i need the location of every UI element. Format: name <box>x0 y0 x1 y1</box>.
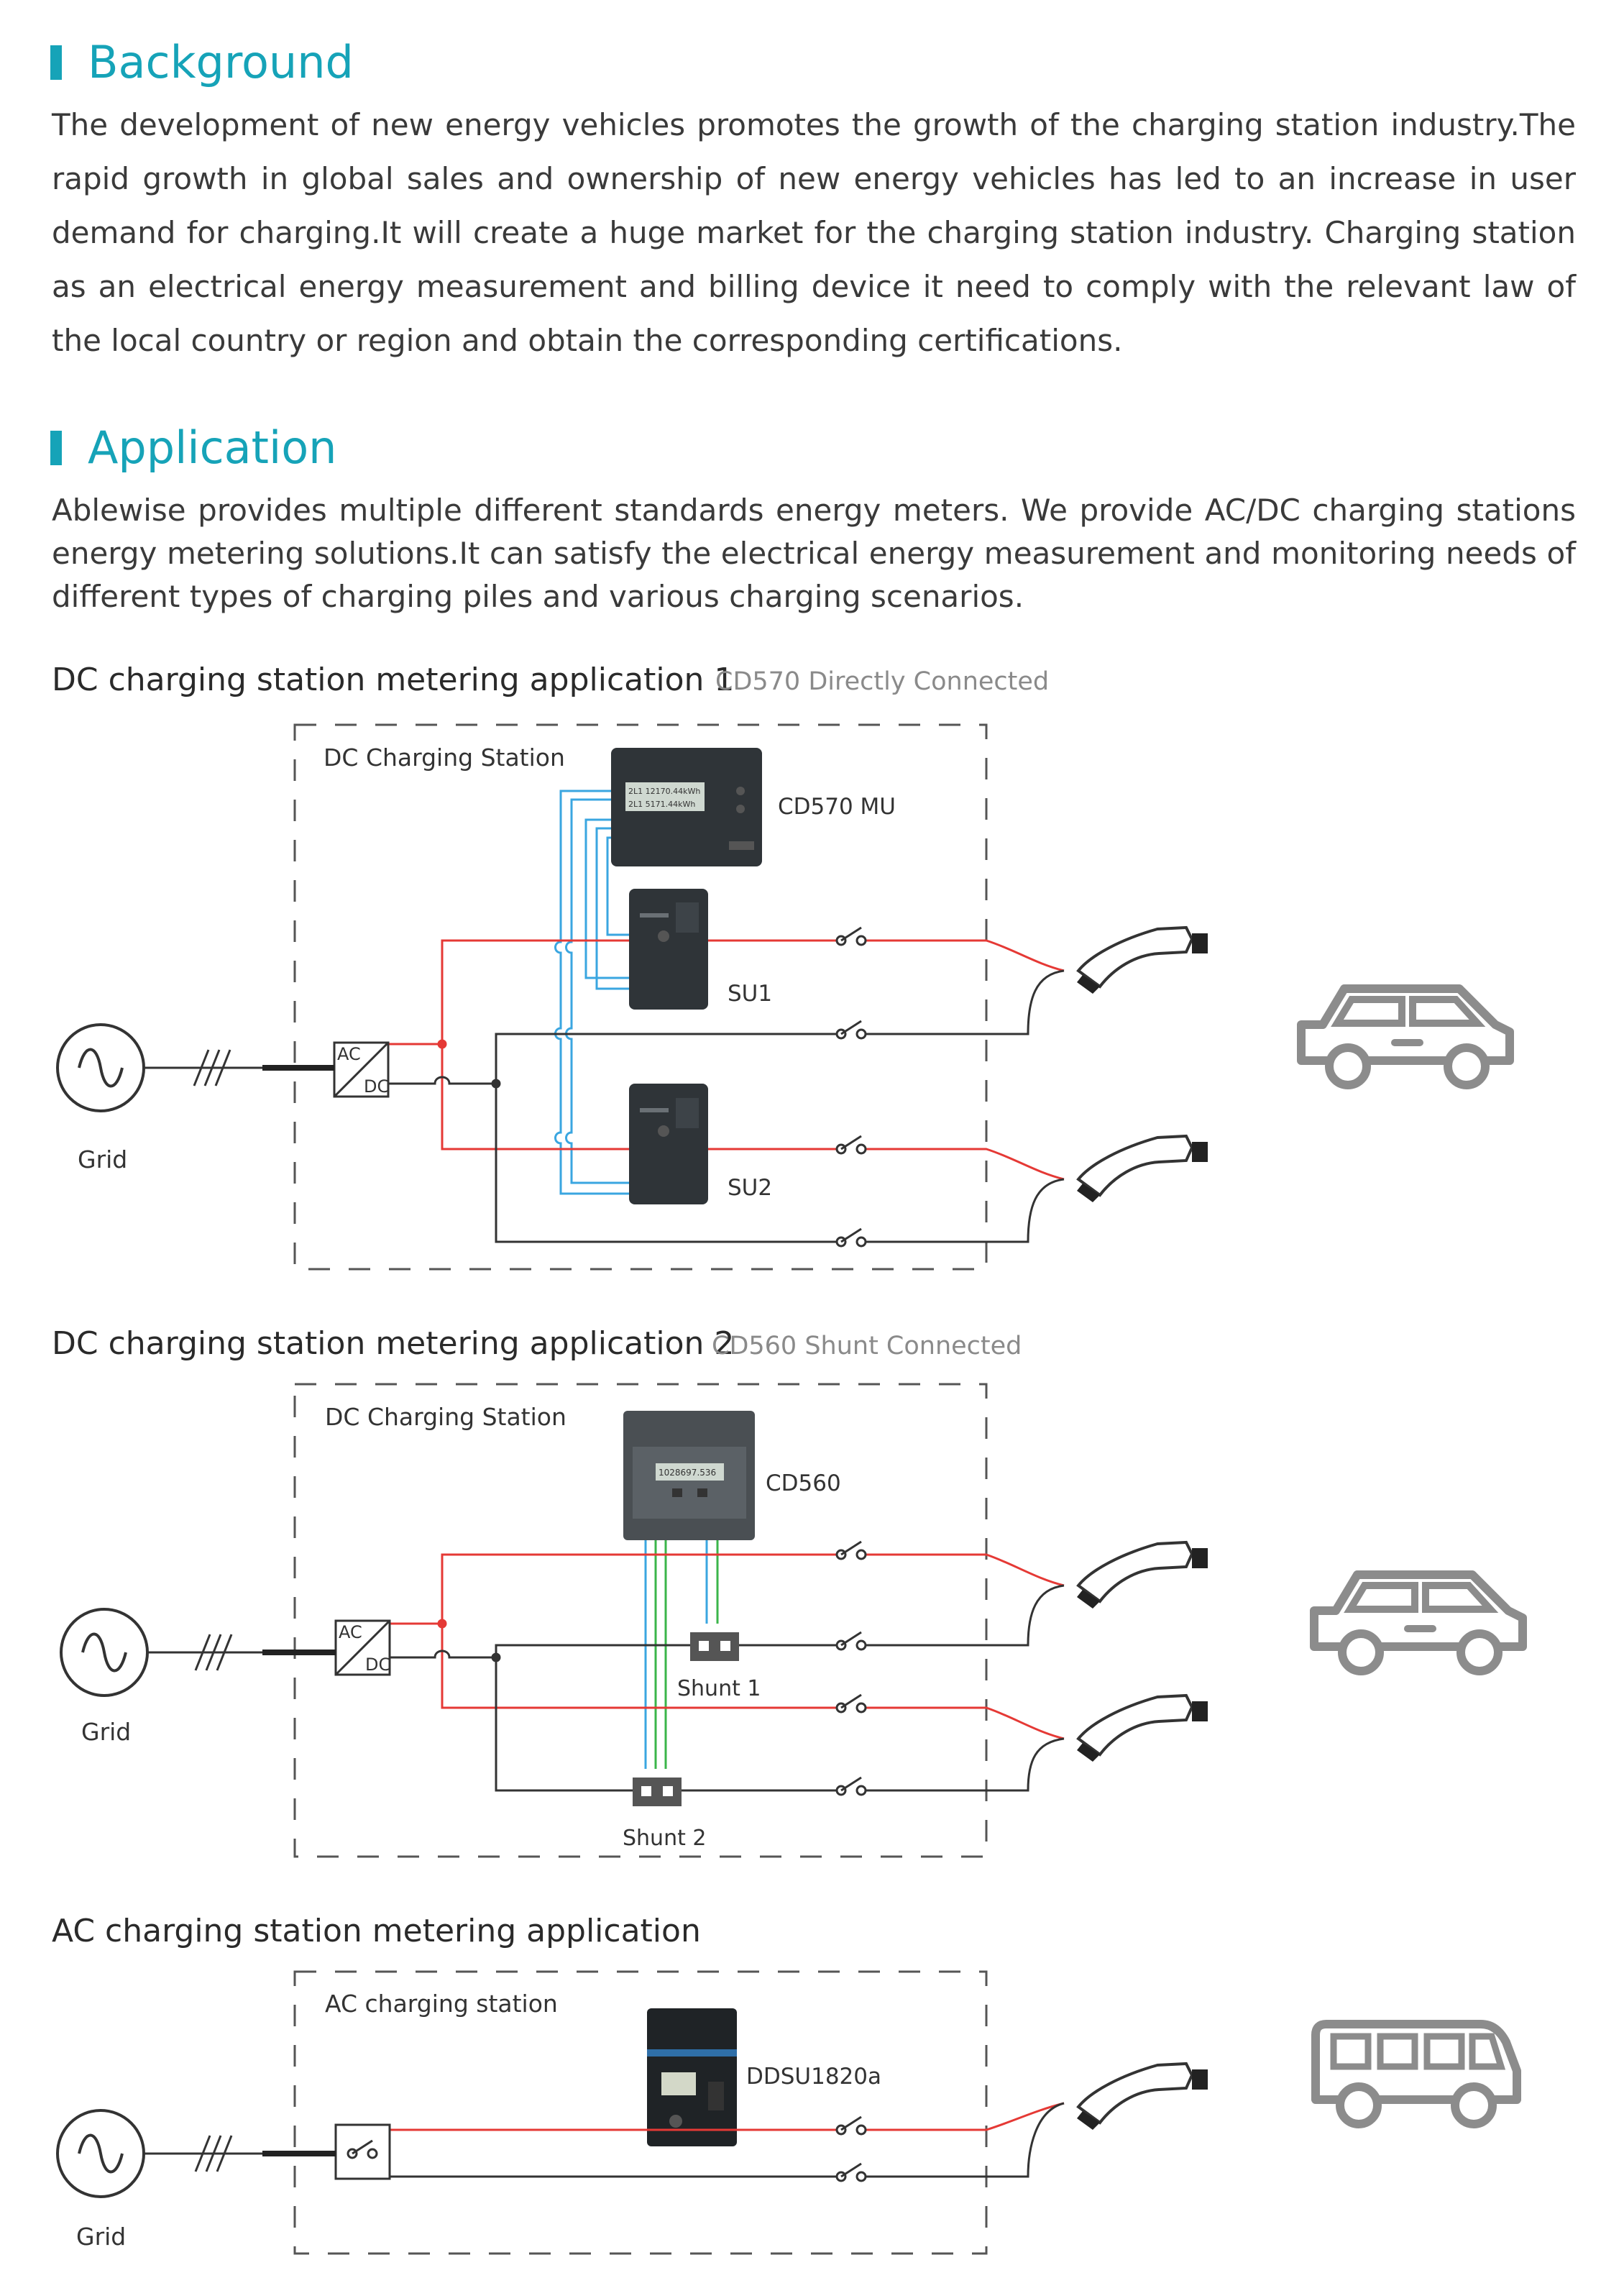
application-paragraph: Ablewise provides multiple different sta… <box>52 493 1576 614</box>
dc2-signal-lines <box>644 1540 719 1769</box>
ac-charging-plug-icon <box>1075 2062 1209 2131</box>
dc1-positive-lines <box>388 939 1065 1181</box>
dc2-subtitle: CD560 Shunt Connected <box>712 1332 1022 1360</box>
heading-accent-bar <box>50 45 62 80</box>
application-heading: Application <box>50 421 336 474</box>
ac-station-label: AC charging station <box>325 1990 558 2018</box>
dc1-charging-plug-icon-2 <box>1075 1135 1209 1204</box>
ac-breaker <box>334 2123 391 2180</box>
shunt1-image <box>690 1632 739 1661</box>
dc1-subtitle: CD570 Directly Connected <box>715 667 1050 696</box>
dc2-grid-feed <box>147 1634 336 1671</box>
ac-diagram: AC charging station DDSU1820a <box>56 1970 1517 2255</box>
heading-accent-bar <box>50 430 62 465</box>
dc2-grid-source-icon <box>60 1608 149 1697</box>
background-heading-text: Background <box>88 36 354 88</box>
dc1-converter-ac: AC <box>337 1044 361 1064</box>
van-icon <box>1316 2024 1517 2124</box>
dc2-negative-lines <box>390 1584 1065 1792</box>
dc2-station-boundary <box>293 1383 988 1858</box>
dc2-charging-plug-icon-1 <box>1075 1541 1209 1610</box>
ddsu1820a-label: DDSU1820a <box>746 2064 881 2090</box>
background-heading: Background <box>50 36 354 88</box>
dc1-grid-label: Grid <box>78 1145 127 1173</box>
cd570-label: CD570 MU <box>778 794 896 820</box>
dc1-grid-source-icon <box>56 1023 145 1112</box>
dc1-converter-dc: DC <box>364 1076 389 1097</box>
car-icon <box>1301 989 1510 1085</box>
su1-image <box>629 889 708 1010</box>
dc2-station-label: DC Charging Station <box>325 1403 566 1431</box>
dc1-grid-feed <box>144 1049 334 1086</box>
car-icon <box>1314 1575 1523 1671</box>
ac-title: AC charging station metering application <box>52 1913 701 1949</box>
dc1-diagram: DC Charging Station 2L1 12170.44kWh 2L1 … <box>56 723 1510 1271</box>
dc1-negative-lines <box>388 969 1065 1243</box>
dc2-charging-plug-icon-2 <box>1075 1694 1209 1763</box>
su2-label: SU2 <box>728 1175 772 1201</box>
su1-label: SU1 <box>728 981 772 1007</box>
dc2-diagram: DC Charging Station 1028697.536 CD560 <box>60 1383 1523 1858</box>
ac-grid-source-icon <box>56 2109 145 2198</box>
ac-grid-label: Grid <box>76 2223 126 2251</box>
cd560-meter-image: 1028697.536 <box>623 1411 755 1540</box>
dc2-grid-label: Grid <box>81 1718 131 1746</box>
shunt1-label: Shunt 1 <box>677 1676 761 1701</box>
dc1-station-label: DC Charging Station <box>324 744 565 772</box>
cd560-label: CD560 <box>766 1470 841 1496</box>
dc2-title: DC charging station metering application… <box>52 1325 735 1362</box>
shunt2-label: Shunt 2 <box>623 1826 706 1851</box>
ac-lines <box>390 2102 1065 2178</box>
dc2-converter-dc: DC <box>365 1655 390 1675</box>
dc1-charging-plug-icon-1 <box>1075 926 1209 995</box>
dc1-acdc-converter: AC DC <box>333 1041 390 1098</box>
cd570-screen-line1: 2L1 12170.44kWh <box>628 787 700 796</box>
dc2-converter-ac: AC <box>339 1622 362 1642</box>
shunt2-image <box>633 1778 682 1806</box>
su2-image <box>629 1084 708 1204</box>
ac-grid-feed <box>144 2135 336 2172</box>
cd560-screen: 1028697.536 <box>659 1468 716 1478</box>
application-heading-text: Application <box>88 421 337 474</box>
dc1-station-boundary <box>293 723 988 1271</box>
cd570-screen-line2: 2L1 5171.44kWh <box>628 800 695 809</box>
dc1-title: DC charging station metering application… <box>52 662 735 698</box>
cd570-meter-image: 2L1 12170.44kWh 2L1 5171.44kWh <box>611 748 762 866</box>
dc2-acdc-converter: AC DC <box>334 1619 391 1676</box>
ddsu1820a-meter-image <box>647 2008 737 2146</box>
background-paragraph: The development of new energy vehicles p… <box>52 107 1576 358</box>
